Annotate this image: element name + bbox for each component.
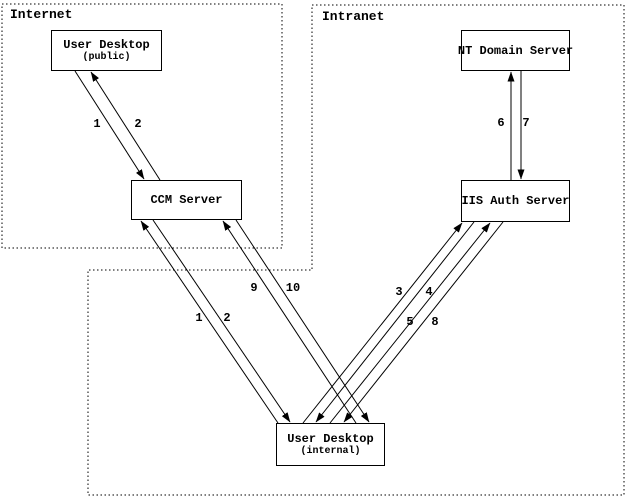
flow-line-2-internal	[152, 219, 291, 423]
flow-label-1-public: 1	[93, 117, 101, 131]
intranet-zone-label: Intranet	[322, 9, 385, 24]
flow-label-3: 3	[395, 285, 403, 299]
flow-line-5	[329, 222, 491, 424]
flow-line-3	[302, 222, 463, 424]
node-title: User Desktop	[63, 38, 150, 52]
node-title: IIS Auth Server	[461, 194, 570, 208]
flow-line-8	[343, 221, 504, 423]
flow-label-8: 8	[431, 315, 439, 329]
internet-zone-border	[1, 3, 283, 249]
node-title: NT Domain Server	[457, 43, 574, 58]
node-subtitle: (public)	[82, 52, 131, 63]
flow-label-2-internal: 2	[223, 311, 231, 325]
node-nt-domain-server: NT Domain Server	[457, 30, 574, 71]
node-subtitle: (internal)	[300, 446, 361, 457]
flow-label-6: 6	[497, 116, 505, 130]
flow-label-5: 5	[406, 315, 414, 329]
flow-line-1-public	[74, 70, 145, 180]
intranet-zone-border	[87, 4, 625, 496]
node-title: User Desktop	[287, 432, 374, 446]
flow-label-7: 7	[522, 116, 530, 130]
flow-line-9	[222, 220, 357, 424]
node-user-desktop-public: User Desktop (public)	[51, 30, 162, 71]
flow-line-4	[315, 221, 475, 423]
node-title: CCM Server	[150, 193, 223, 207]
flow-label-9: 9	[250, 281, 258, 295]
node-iis-auth-server: IIS Auth Server	[461, 180, 570, 222]
flow-label-4: 4	[425, 285, 433, 299]
flow-label-10: 10	[285, 281, 301, 295]
flow-label-1-internal: 1	[195, 311, 203, 325]
flow-line-1-internal	[140, 220, 279, 424]
flow-line-10	[235, 219, 370, 423]
flow-line-2-public	[90, 71, 161, 181]
node-ccm-server: CCM Server	[131, 180, 242, 220]
node-user-desktop-internal: User Desktop (internal)	[276, 423, 385, 466]
flow-label-2-public: 2	[134, 117, 142, 131]
internet-zone-label: Internet	[10, 7, 73, 22]
